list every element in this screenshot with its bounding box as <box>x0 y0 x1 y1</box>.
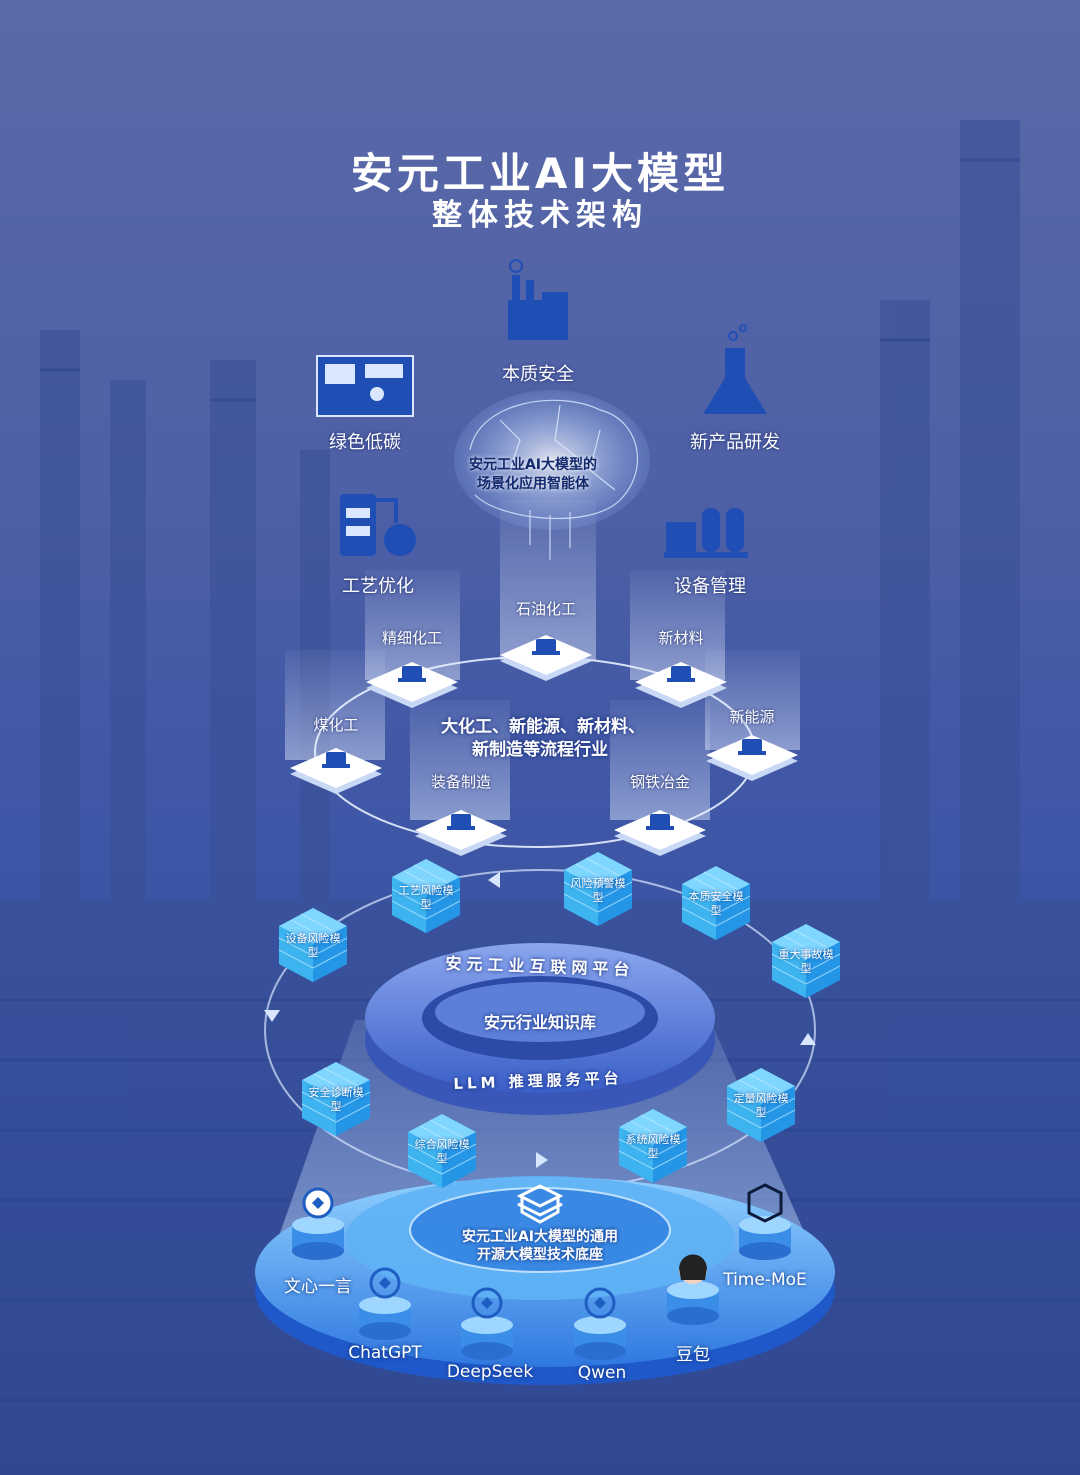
industry-tile <box>635 662 727 708</box>
model-cube <box>726 1068 796 1142</box>
scenario-label: 新产品研发 <box>690 432 780 453</box>
beaker-icon <box>398 666 426 682</box>
industries-center-line1: 大化工、新能源、新材料、 <box>441 717 645 737</box>
ingots-icon <box>667 666 695 682</box>
industry-label: 新能源 <box>729 708 775 726</box>
scenario-label: 设备管理 <box>674 576 746 597</box>
llm-label: 文心一言 <box>284 1277 352 1297</box>
flask-icon <box>703 324 767 414</box>
page-title: 安元工业AI大模型 <box>350 149 730 198</box>
model-cube <box>391 859 461 933</box>
qwen-icon <box>584 1287 616 1319</box>
llm-label: Qwen <box>577 1363 627 1383</box>
light-beams <box>285 500 800 820</box>
deepseek-whale-icon <box>471 1287 503 1319</box>
page-subtitle: 整体技术架构 <box>432 198 648 233</box>
steel-plant-icon <box>646 814 674 830</box>
agent-center-line1: 安元工业AI大模型的 <box>468 457 598 473</box>
factory-icon <box>508 259 568 340</box>
llm-label: ChatGPT <box>348 1343 422 1363</box>
industry-tile <box>290 748 382 794</box>
model-cube-label: 定量风险模型 <box>733 1092 789 1119</box>
model-cube <box>681 866 751 940</box>
refinery-background <box>0 120 1080 1475</box>
orbit-arrow-left <box>264 1010 280 1022</box>
industry-tile <box>614 810 706 856</box>
oil-pump-icon <box>532 639 560 655</box>
tank-facility-icon <box>664 508 748 558</box>
model-cube-label: 重大事故模型 <box>778 948 834 975</box>
industry-tile <box>366 662 458 708</box>
distillation-icon <box>340 494 416 556</box>
platform-ring <box>365 943 715 1115</box>
industry-label: 新材料 <box>658 629 704 647</box>
industry-label: 石油化工 <box>515 600 577 618</box>
industry-tile <box>415 810 507 856</box>
model-cube <box>618 1109 688 1183</box>
model-cube-label: 安全诊断模型 <box>308 1086 364 1113</box>
orbit-arrow-right <box>800 1033 816 1045</box>
industries-center-line2: 新制造等流程行业 <box>472 740 608 760</box>
layers-icon <box>516 1184 564 1224</box>
wenxin-icon <box>302 1187 334 1219</box>
base-line1: 安元工业AI大模型的通用 <box>461 1229 619 1245</box>
model-cube-label: 综合风险模型 <box>414 1138 470 1165</box>
tablet-icon <box>738 739 766 755</box>
scenario-label: 本质安全 <box>502 364 574 385</box>
llm-pad <box>739 1183 791 1260</box>
llm-label: DeepSeek <box>446 1362 534 1382</box>
llm-pad <box>359 1267 411 1340</box>
llm-label: Time-MoE <box>723 1270 807 1290</box>
orbit-arrow-top <box>488 872 500 888</box>
robot-arm-icon <box>447 814 475 830</box>
industry-label: 煤化工 <box>313 716 359 734</box>
model-cube-label: 系统风险模型 <box>625 1133 681 1160</box>
industry-label: 精细化工 <box>381 629 443 647</box>
industry-label: 钢铁冶金 <box>629 773 691 791</box>
model-cube-label: 设备风险模型 <box>285 932 341 959</box>
industry-label: 装备制造 <box>430 773 492 791</box>
model-cube-label: 工艺风险模型 <box>398 884 454 911</box>
mine-cart-icon <box>322 752 350 768</box>
industry-tile <box>706 735 798 781</box>
control-panel-icon <box>316 355 414 417</box>
model-cube <box>407 1114 477 1188</box>
llm-pad <box>292 1187 344 1260</box>
scenario-label: 工艺优化 <box>342 576 414 597</box>
llm-pad <box>574 1287 626 1360</box>
model-cube-label: 风险预警模型 <box>570 877 626 904</box>
model-cube-label: 本质安全模型 <box>688 890 744 917</box>
chatgpt-icon <box>369 1267 401 1299</box>
llm-pad <box>667 1254 719 1325</box>
llm-label: 豆包 <box>676 1345 710 1365</box>
industry-tile <box>500 635 592 681</box>
scenario-label: 绿色低碳 <box>329 432 401 453</box>
model-cube <box>563 852 633 926</box>
model-cube <box>278 908 348 982</box>
time-moe-cube-icon <box>747 1183 783 1223</box>
orbit-arrow-bottom <box>536 1152 548 1168</box>
doubao-avatar-icon <box>679 1254 707 1284</box>
model-cube <box>301 1062 371 1136</box>
knowledge-base-text: 安元行业知识库 <box>483 1013 597 1032</box>
agent-center-line2: 场景化应用智能体 <box>477 476 589 492</box>
llm-pad <box>461 1287 513 1360</box>
base-line2: 开源大模型技术底座 <box>477 1247 603 1263</box>
brain-icon <box>454 390 650 560</box>
model-cube <box>771 924 841 998</box>
